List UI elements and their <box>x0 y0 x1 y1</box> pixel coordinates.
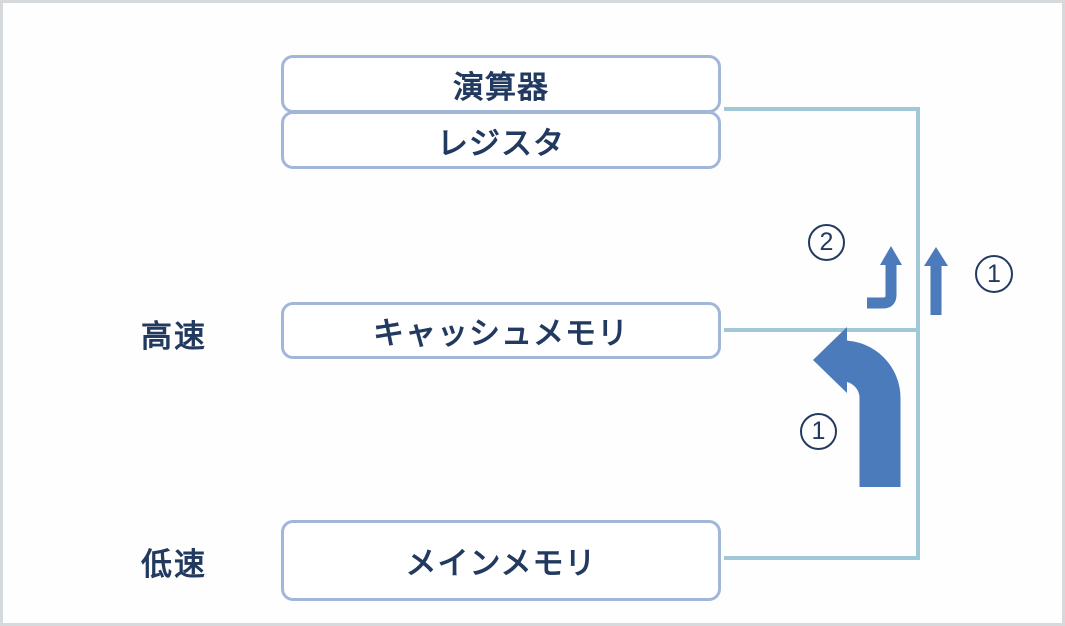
node-register: レジスタ <box>281 111 721 169</box>
label-high-speed: 高速 <box>141 319 207 354</box>
node-cache-memory-label: キャッシュメモリ <box>373 316 629 351</box>
node-cache-memory: キャッシュメモリ <box>281 302 721 359</box>
step-2-badge: 2 <box>808 224 845 261</box>
step-1-bottom-badge: 1 <box>800 413 837 450</box>
small-bent-arrow-head-icon <box>880 246 902 265</box>
thick-bent-arrow-head-icon <box>813 327 847 393</box>
small-bent-arrow-up-icon <box>867 264 897 309</box>
node-alu-label: 演算器 <box>453 69 549 105</box>
step-2-badge-number: 2 <box>819 228 834 256</box>
step-1-right-badge: 1 <box>975 255 1013 293</box>
node-register-label: レジスタ <box>437 125 565 161</box>
step-1-bottom-badge-number: 1 <box>811 417 826 445</box>
node-main-memory-label: メインメモリ <box>405 546 597 581</box>
node-main-memory: メインメモリ <box>281 520 721 601</box>
thick-bent-arrow-up-left-icon <box>841 340 901 487</box>
straight-up-arrow-head-icon <box>924 247 948 266</box>
label-low-speed: 低速 <box>141 547 207 582</box>
step-1-right-badge-number: 1 <box>987 259 1001 288</box>
node-alu: 演算器 <box>281 55 721 113</box>
connector-register-bus-mainmemory <box>724 107 920 560</box>
